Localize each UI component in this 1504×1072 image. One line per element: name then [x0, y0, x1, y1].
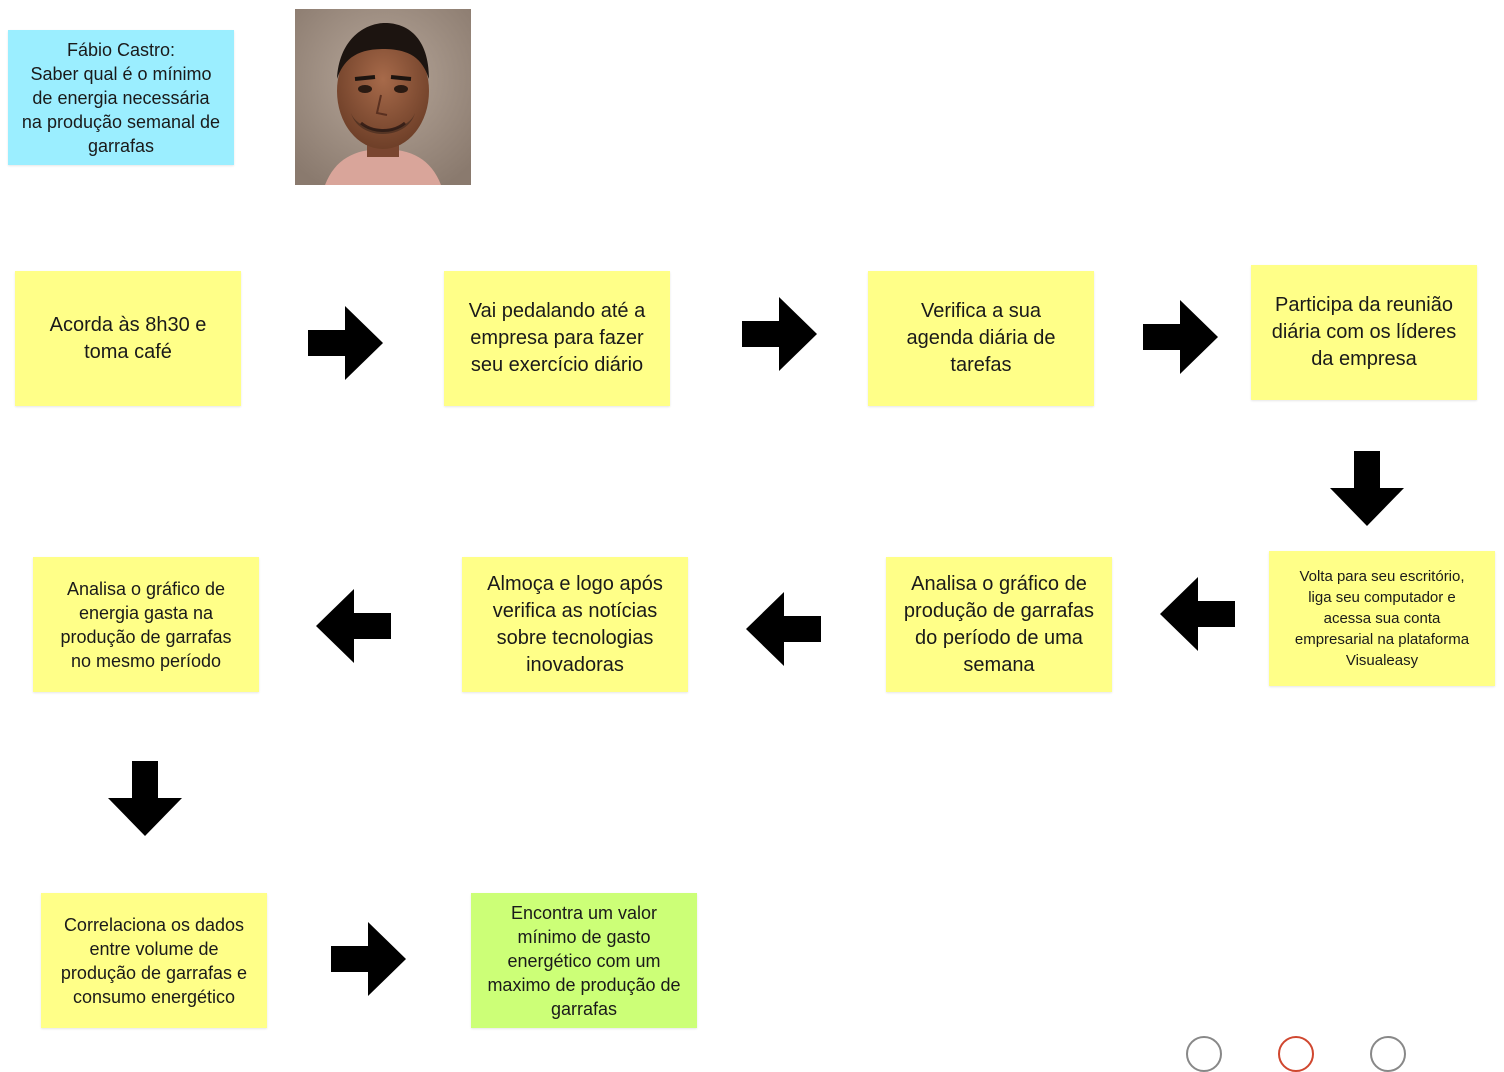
step-text: Vai pedalando até a empresa para fazer s… [468, 300, 646, 376]
persona-note: Fábio Castro: Saber qual é o mínimo de e… [8, 30, 234, 165]
step-text: Acorda às 8h30 e toma café [49, 313, 207, 363]
step-text: Volta para seu escritório, liga seu comp… [1294, 568, 1470, 669]
zoom-control-left[interactable] [1186, 1036, 1222, 1072]
persona-photo [295, 9, 471, 185]
step-energy-chart: Analisa o gráfico de energia gasta na pr… [33, 557, 259, 692]
step-text: Verifica a sua agenda diária de tarefas [906, 300, 1056, 376]
step-wake-up: Acorda às 8h30 e toma café [15, 271, 241, 406]
arrow-left-icon [746, 592, 821, 666]
arrow-left-icon [1160, 577, 1235, 651]
zoom-control-middle[interactable] [1278, 1036, 1314, 1072]
arrow-down-icon [1330, 451, 1404, 526]
step-text: Correlaciona os dados entre volume de pr… [60, 914, 248, 1007]
step-production-chart: Analisa o gráfico de produção de garrafa… [886, 557, 1112, 692]
zoom-control-right[interactable] [1370, 1036, 1406, 1072]
step-result: Encontra um valor mínimo de gasto energé… [471, 893, 697, 1028]
arrow-down-icon [108, 761, 182, 836]
step-text: Analisa o gráfico de produção de garrafa… [903, 572, 1095, 676]
step-check-agenda: Verifica a sua agenda diária de tarefas [868, 271, 1094, 406]
step-correlate-data: Correlaciona os dados entre volume de pr… [41, 893, 267, 1028]
step-text: Encontra um valor mínimo de gasto energé… [487, 902, 681, 1019]
arrow-right-icon [742, 297, 817, 371]
step-lunch-news: Almoça e logo após verifica as notícias … [462, 557, 688, 692]
persona-text: Fábio Castro: Saber qual é o mínimo de e… [21, 39, 221, 156]
arrow-right-icon [1143, 300, 1218, 374]
arrow-right-icon [331, 922, 406, 996]
step-text: Participa da reunião diária com os líder… [1271, 294, 1457, 370]
arrow-left-icon [316, 589, 391, 663]
step-back-to-office: Volta para seu escritório, liga seu comp… [1269, 551, 1495, 686]
step-text: Almoça e logo após verifica as notícias … [487, 572, 663, 676]
arrow-right-icon [308, 306, 383, 380]
step-bike-to-work: Vai pedalando até a empresa para fazer s… [444, 271, 670, 406]
step-text: Analisa o gráfico de energia gasta na pr… [60, 578, 232, 671]
step-daily-meeting: Participa da reunião diária com os líder… [1251, 265, 1477, 400]
